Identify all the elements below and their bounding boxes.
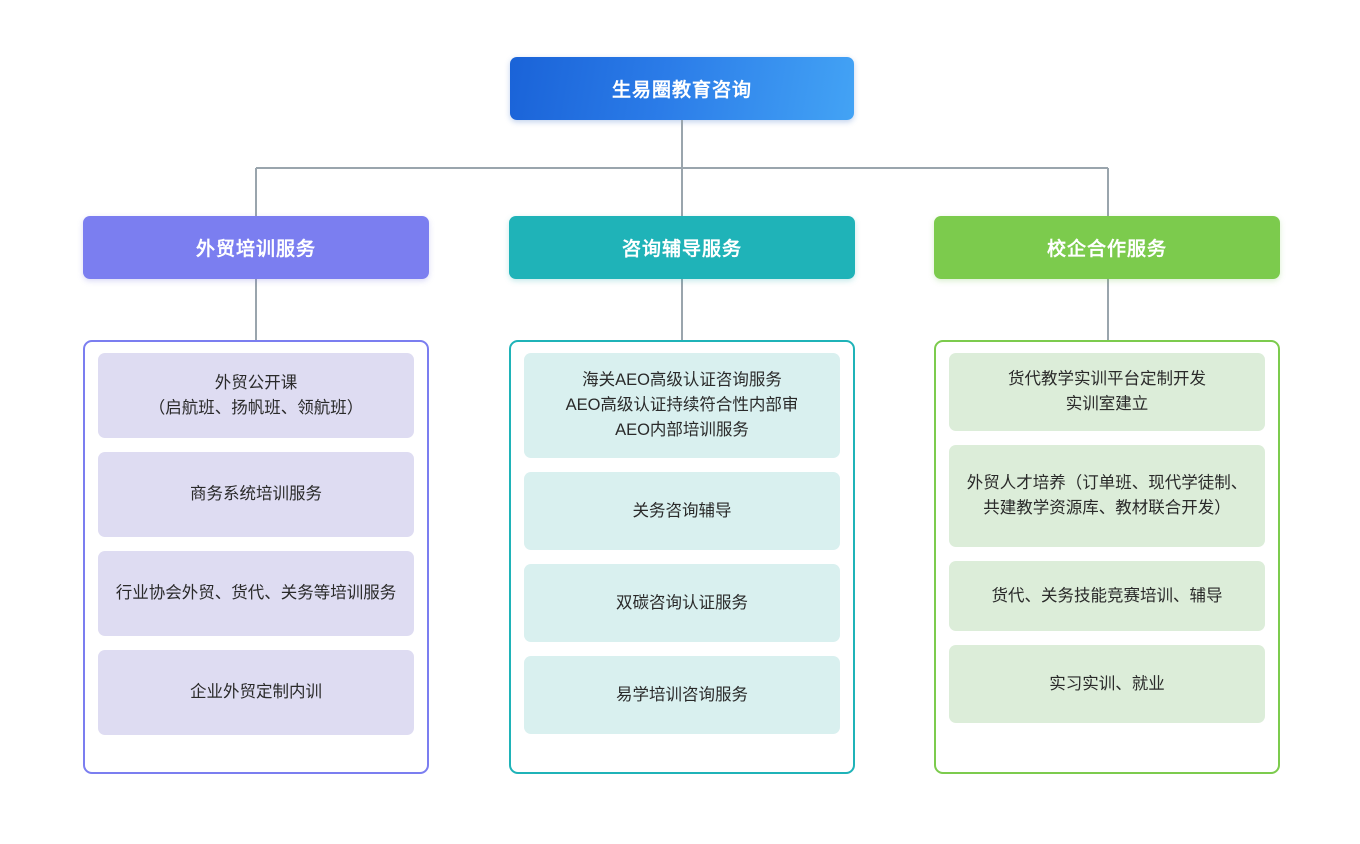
branch-column-3: 校企合作服务 货代教学实训平台定制开发 实训室建立 外贸人才培养（订单班、现代学… xyxy=(934,216,1280,774)
branch-box-3: 货代教学实训平台定制开发 实训室建立 外贸人才培养（订单班、现代学徒制、共建教学… xyxy=(934,340,1280,774)
branch-column-1: 外贸培训服务 外贸公开课 （启航班、扬帆班、领航班） 商务系统培训服务 行业协会… xyxy=(83,216,429,774)
service-item[interactable]: 行业协会外贸、货代、关务等培训服务 xyxy=(98,551,414,636)
service-item[interactable]: 实习实训、就业 xyxy=(949,645,1265,723)
branch-header-2[interactable]: 咨询辅导服务 xyxy=(509,216,855,279)
service-item[interactable]: 货代教学实训平台定制开发 实训室建立 xyxy=(949,353,1265,431)
service-item[interactable]: 关务咨询辅导 xyxy=(524,472,840,550)
service-item[interactable]: 商务系统培训服务 xyxy=(98,452,414,537)
branch-header-1[interactable]: 外贸培训服务 xyxy=(83,216,429,279)
service-item[interactable]: 外贸人才培养（订单班、现代学徒制、共建教学资源库、教材联合开发） xyxy=(949,445,1265,547)
service-item[interactable]: 海关AEO高级认证咨询服务 AEO高级认证持续符合性内部审 AEO内部培训服务 xyxy=(524,353,840,458)
service-item[interactable]: 易学培训咨询服务 xyxy=(524,656,840,734)
service-item[interactable]: 企业外贸定制内训 xyxy=(98,650,414,735)
service-item[interactable]: 双碳咨询认证服务 xyxy=(524,564,840,642)
branch-column-2: 咨询辅导服务 海关AEO高级认证咨询服务 AEO高级认证持续符合性内部审 AEO… xyxy=(509,216,855,774)
service-item[interactable]: 外贸公开课 （启航班、扬帆班、领航班） xyxy=(98,353,414,438)
branch-header-3[interactable]: 校企合作服务 xyxy=(934,216,1280,279)
branch-box-1: 外贸公开课 （启航班、扬帆班、领航班） 商务系统培训服务 行业协会外贸、货代、关… xyxy=(83,340,429,774)
service-item[interactable]: 货代、关务技能竞赛培训、辅导 xyxy=(949,561,1265,631)
branch-box-2: 海关AEO高级认证咨询服务 AEO高级认证持续符合性内部审 AEO内部培训服务 … xyxy=(509,340,855,774)
root-node[interactable]: 生易圈教育咨询 xyxy=(510,57,854,120)
